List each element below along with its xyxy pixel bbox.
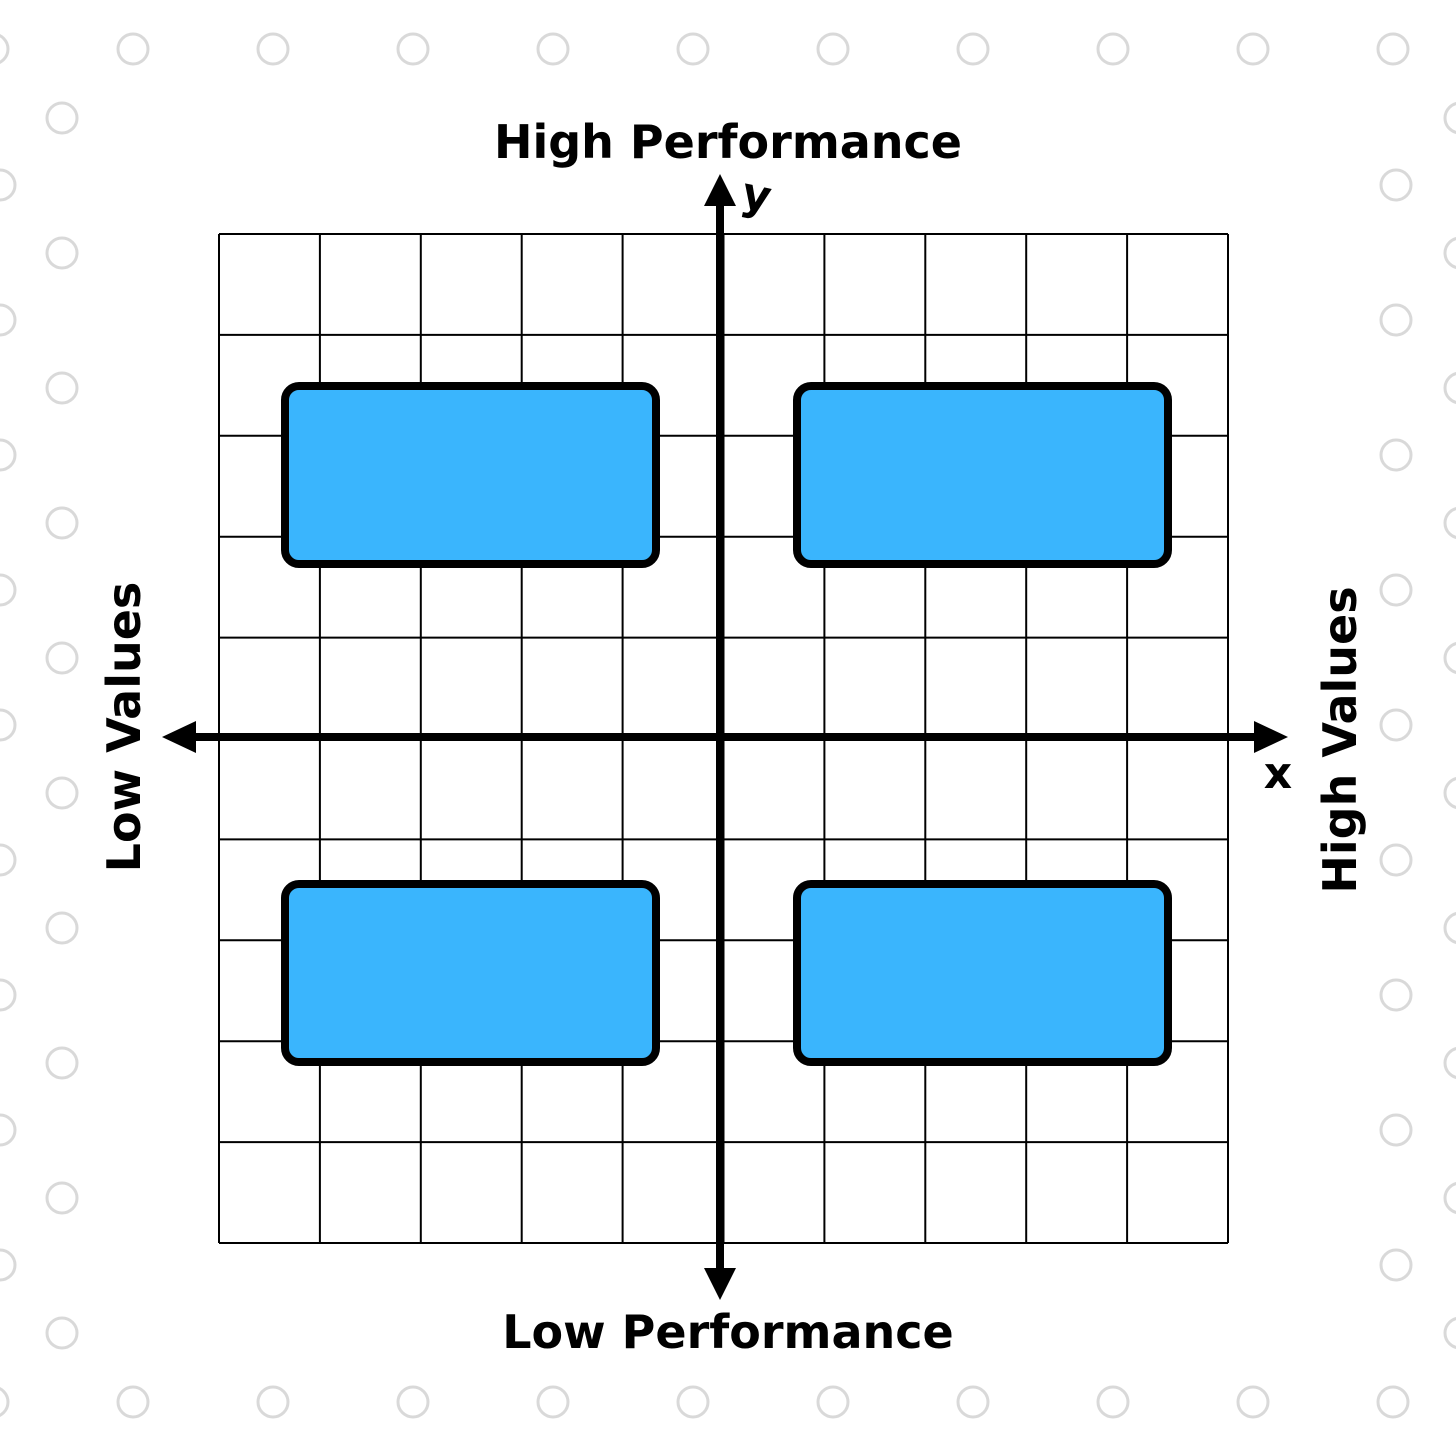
decor-circle-bottom xyxy=(1096,1385,1130,1419)
decor-circle-bottom xyxy=(0,1387,10,1417)
quadrant-box-top-left xyxy=(281,382,660,568)
y-axis-top-arrow xyxy=(704,174,736,206)
decor-circle-top xyxy=(1236,32,1270,66)
decor-circle-right-inner xyxy=(1443,1316,1456,1350)
decor-circle-right-inner xyxy=(1443,236,1456,270)
x-axis-left-arrow xyxy=(162,721,196,753)
decor-circle-right xyxy=(1379,303,1413,337)
x-axis-right-arrow xyxy=(1254,721,1288,753)
decor-circle-right xyxy=(1379,1113,1413,1147)
decor-circle-right xyxy=(1379,843,1413,877)
decor-circle-right-inner xyxy=(1443,641,1456,675)
axes xyxy=(162,174,1288,1300)
decor-circle-top xyxy=(1376,32,1410,66)
decor-circle-left-inner xyxy=(45,911,79,945)
decor-circle-left xyxy=(0,303,17,337)
x-axis-label: x xyxy=(1264,748,1292,799)
decor-circle-top xyxy=(536,32,570,66)
decor-circle-right xyxy=(1379,438,1413,472)
decor-circle-top xyxy=(676,32,710,66)
decor-circle-right-inner xyxy=(1443,1181,1456,1215)
decor-circle-bottom xyxy=(956,1385,990,1419)
decor-circle-right-inner xyxy=(1443,776,1456,810)
decor-circle-left-inner xyxy=(45,1181,79,1215)
decor-circle-left-inner xyxy=(45,641,79,675)
decor-circle-left-inner xyxy=(45,776,79,810)
y-axis-bottom-arrow xyxy=(704,1268,736,1300)
decor-circle-left xyxy=(0,1248,17,1282)
decor-circle-bottom xyxy=(256,1385,290,1419)
decor-circle-bottom xyxy=(816,1385,850,1419)
decor-circle-left-inner xyxy=(45,101,79,135)
decor-circle-top xyxy=(956,32,990,66)
decor-circle-right xyxy=(1379,573,1413,607)
decor-circle-left xyxy=(0,573,17,607)
decor-circle-top xyxy=(256,32,290,66)
decor-circle-left xyxy=(0,438,17,472)
quadrant-box-bottom-left xyxy=(281,880,660,1066)
decor-circle-right-inner xyxy=(1443,101,1456,135)
decor-circle-right xyxy=(1379,708,1413,742)
decor-circle-left-inner xyxy=(45,1046,79,1080)
left-label: Low Values xyxy=(97,582,151,873)
decor-circle-left-inner xyxy=(45,506,79,540)
decor-circle-top xyxy=(1096,32,1130,66)
decor-circle-left xyxy=(0,1113,17,1147)
decor-circle-right-inner xyxy=(1443,371,1456,405)
decor-circle-bottom xyxy=(396,1385,430,1419)
decor-circle-bottom xyxy=(116,1385,150,1419)
decor-circle-left xyxy=(0,708,17,742)
decor-circle-right xyxy=(1379,1248,1413,1282)
decor-circle-bottom xyxy=(1376,1385,1410,1419)
quadrant-boxes xyxy=(281,382,1172,1066)
decorative-circle-border xyxy=(0,32,1456,1419)
decor-circle-left-inner xyxy=(45,371,79,405)
decor-circle-bottom xyxy=(676,1385,710,1419)
decor-circle-left-inner xyxy=(45,236,79,270)
quadrant-box-top-right xyxy=(793,382,1172,568)
decor-circle-left xyxy=(0,843,17,877)
decor-circle-right xyxy=(1379,168,1413,202)
top-label: High Performance xyxy=(494,115,962,169)
decor-circle-top xyxy=(0,34,10,64)
decor-circle-right xyxy=(1379,978,1413,1012)
decor-circle-left xyxy=(0,168,17,202)
decor-circle-bottom xyxy=(536,1385,570,1419)
decor-circle-top xyxy=(116,32,150,66)
bottom-label: Low Performance xyxy=(502,1305,954,1359)
decor-circle-left-inner xyxy=(45,1316,79,1350)
right-label: High Values xyxy=(1313,586,1367,893)
quadrant-box-bottom-right xyxy=(793,880,1172,1066)
decor-circle-top xyxy=(816,32,850,66)
y-axis-label: y xyxy=(737,168,776,224)
decor-circle-top xyxy=(396,32,430,66)
decor-circle-right-inner xyxy=(1443,506,1456,540)
decor-circle-left xyxy=(0,978,17,1012)
decor-circle-bottom xyxy=(1236,1385,1270,1419)
decor-circle-right-inner xyxy=(1443,911,1456,945)
decor-circle-right-inner xyxy=(1443,1046,1456,1080)
